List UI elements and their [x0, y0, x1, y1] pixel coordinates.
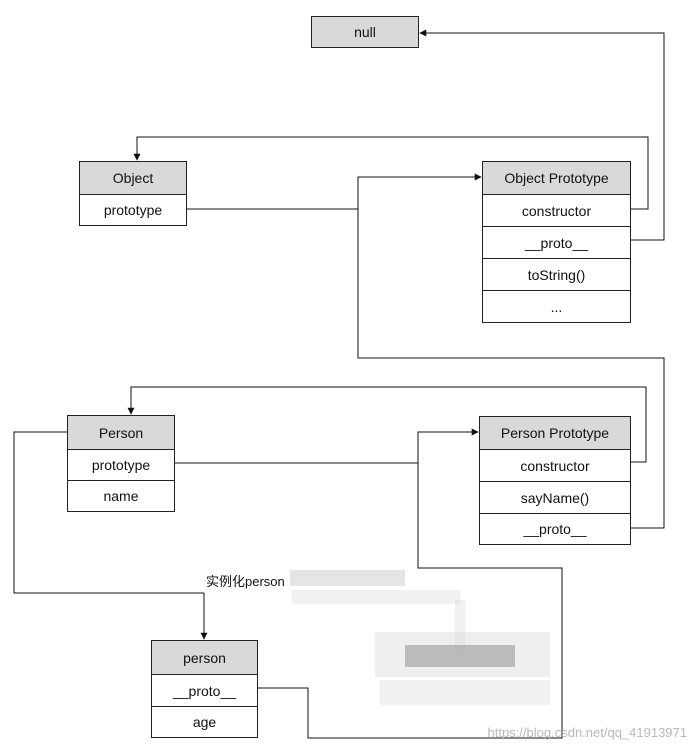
person-prototype-to-pp-arrow	[174, 428, 479, 464]
object-prototype-box: Object Prototype constructor __proto__ t…	[482, 161, 631, 323]
person-prototype-constructor-row: constructor	[480, 449, 630, 481]
pp-proto-to-op-line	[357, 209, 665, 529]
watermark-url: https://blog.csdn.net/qq_41913971	[487, 725, 688, 740]
person-instance-proto-row: __proto__	[152, 674, 257, 706]
person-name-row: name	[68, 480, 174, 511]
person-prototype-proto-row: __proto__	[480, 513, 630, 544]
null-box: null	[311, 16, 419, 48]
person-instance-box: person __proto__ age	[151, 640, 258, 738]
person-instance-title: person	[152, 641, 257, 674]
person-prototype-title: Person Prototype	[480, 417, 630, 449]
object-prototype-tostring-row: toString()	[483, 258, 630, 290]
object-box: Object prototype	[79, 161, 187, 226]
watermark-blur	[455, 600, 465, 650]
null-label: null	[354, 24, 376, 40]
person-prototype-box: Person Prototype constructor sayName() _…	[479, 416, 631, 545]
object-title: Object	[80, 162, 186, 194]
instance-proto-line	[256, 463, 563, 739]
object-prototype-ellipsis-row: ...	[483, 290, 630, 322]
object-prototype-constructor-row: constructor	[483, 194, 630, 226]
object-prototype-row: prototype	[80, 194, 186, 225]
person-instance-age-row: age	[152, 706, 257, 737]
watermark-blur	[290, 570, 405, 586]
object-prototype-to-op-arrow	[186, 173, 482, 210]
person-title: Person	[68, 416, 174, 449]
instantiate-line	[13, 431, 204, 594]
watermark-blur	[405, 645, 515, 667]
person-prototype-sayname-row: sayName()	[480, 481, 630, 513]
instantiate-caption: 实例化person	[206, 571, 287, 590]
pp-constructor-to-person-arrow	[127, 386, 647, 463]
op-constructor-to-object-arrow	[133, 136, 649, 210]
object-prototype-proto-row: __proto__	[483, 226, 630, 258]
watermark-blur	[292, 590, 460, 604]
person-prototype-row: prototype	[68, 449, 174, 480]
person-box: Person prototype name	[67, 415, 175, 512]
op-proto-to-null-arrow	[419, 29, 665, 241]
object-prototype-title: Object Prototype	[483, 162, 630, 194]
watermark-blur	[380, 680, 550, 705]
